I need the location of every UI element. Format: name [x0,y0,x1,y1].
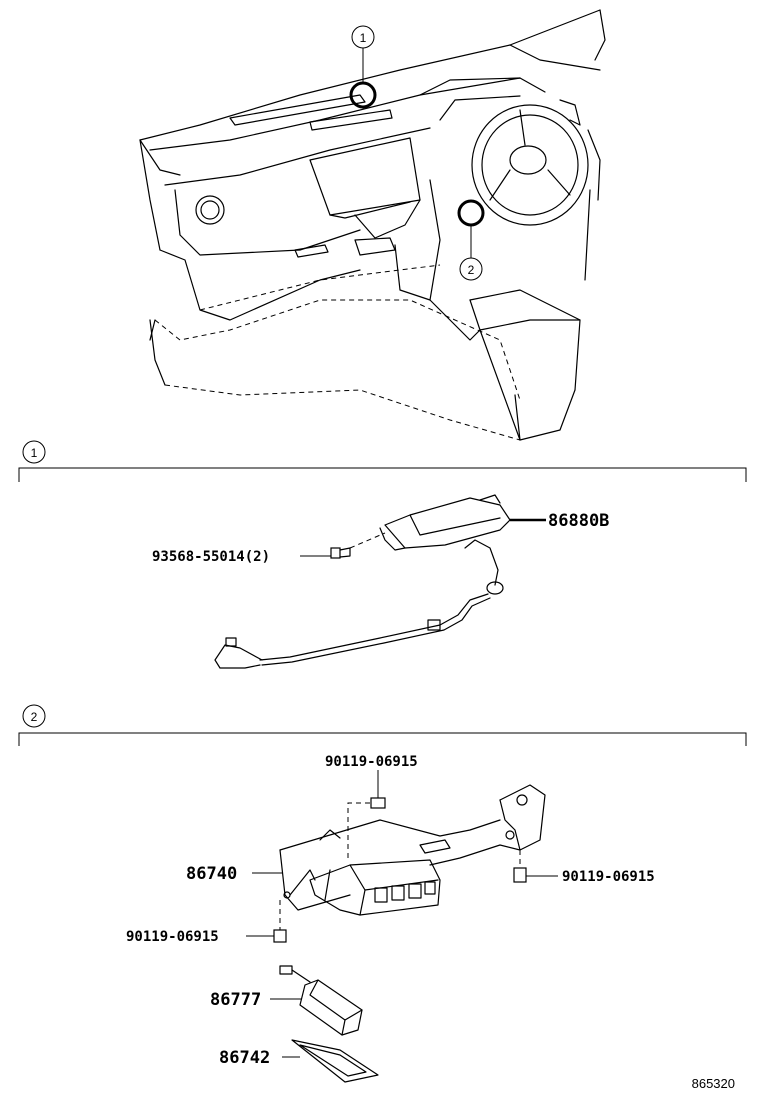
part-label-86740: 86740 [186,864,237,884]
section-1-bracket [18,467,747,482]
section-1-marker: 1 [22,440,46,464]
callout-2: 2 [459,257,483,281]
svg-text:1: 1 [360,31,367,45]
part-label-90119-right: 90119-06915 [562,869,655,885]
screw-93568-drawing [330,532,386,559]
section-2-bracket [18,732,747,746]
svg-text:2: 2 [31,710,38,724]
part-label-90119-top: 90119-06915 [325,754,418,770]
section-2: 2 90119-06915 [18,704,747,1083]
section-2-marker: 2 [22,704,46,728]
ecu-86740-drawing [279,784,546,916]
section-1: 1 86880B 93568-55014(2) [18,440,747,669]
part-label-86742: 86742 [219,1048,270,1068]
bolt-right-drawing [513,850,527,883]
part-label-93568: 93568-55014(2) [152,549,270,565]
module-86777-drawing [279,965,363,1036]
bolt-left-drawing [273,900,287,943]
callout-1: 1 [351,25,375,49]
bolt-top-drawing [347,797,386,860]
dashboard-overview: 1 2 [139,9,606,441]
module-86880b-drawing [214,494,511,669]
reference-code: 865320 [692,1076,735,1091]
part-label-86777: 86777 [210,990,261,1010]
svg-text:1: 1 [31,446,38,460]
part-label-86880b: 86880B [548,511,609,531]
svg-text:2: 2 [468,263,475,277]
part-label-90119-left: 90119-06915 [126,929,219,945]
pad-86742-drawing [291,1039,379,1083]
